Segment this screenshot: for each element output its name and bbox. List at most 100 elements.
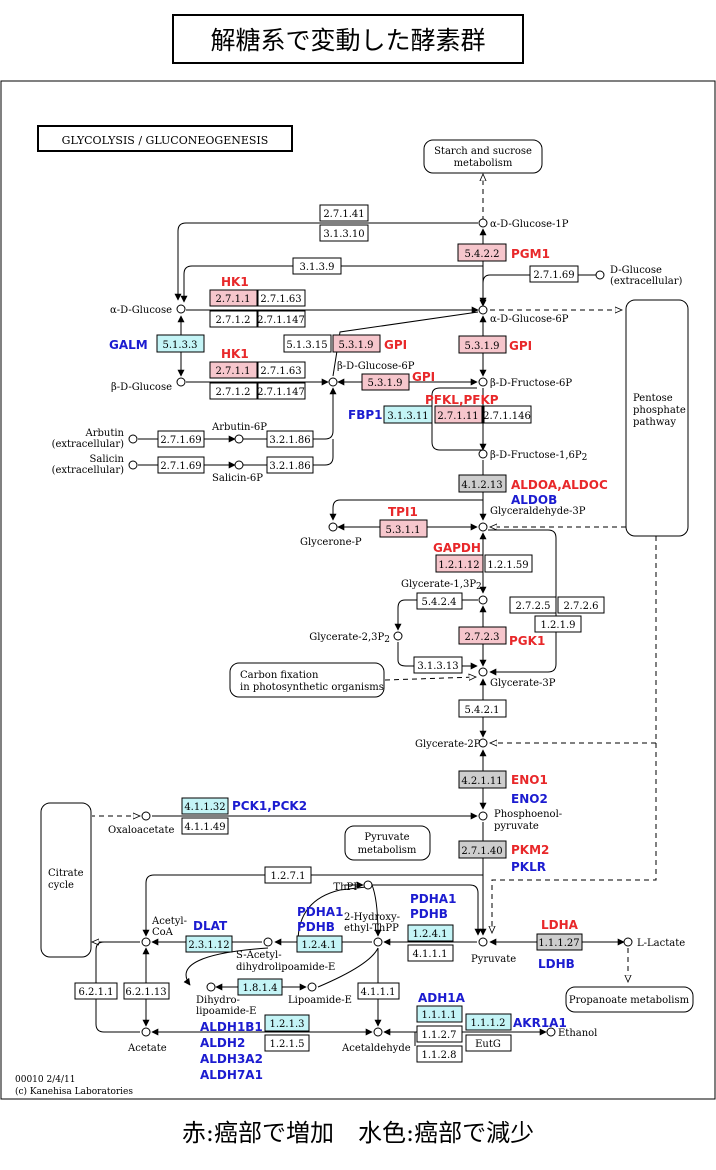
enzyme-box[interactable]: 2.7.1.63 bbox=[257, 289, 306, 307]
enzyme-box[interactable]: 4.1.1.32 bbox=[181, 797, 229, 815]
enzyme-box[interactable]: 1.2.4.1 bbox=[407, 924, 454, 942]
svg-text:4.1.1.32: 4.1.1.32 bbox=[184, 802, 225, 813]
compound-label: ethyl-ThPP bbox=[344, 923, 399, 934]
pyruvate-metabolism-box[interactable]: Pyruvate metabolism bbox=[344, 825, 431, 861]
enzyme-box[interactable]: EutG bbox=[465, 1034, 512, 1052]
svg-text:5.1.3.15: 5.1.3.15 bbox=[286, 340, 327, 351]
enzyme-box[interactable]: 5.3.1.9 bbox=[361, 373, 410, 391]
svg-text:Starch and sucrose: Starch and sucrose bbox=[434, 146, 532, 157]
svg-text:1.2.4.1: 1.2.4.1 bbox=[302, 940, 337, 951]
enzyme-box[interactable]: 5.1.3.15 bbox=[283, 334, 332, 353]
enzyme-box[interactable]: 1.2.1.12 bbox=[435, 554, 484, 573]
compound-label: Acetate bbox=[127, 1043, 167, 1054]
map-frame bbox=[0, 80, 716, 1100]
svg-text:2.7.1.69: 2.7.1.69 bbox=[533, 270, 574, 281]
enzyme-box[interactable]: 2.7.1.146 bbox=[483, 405, 532, 424]
enzyme-box[interactable]: 1.2.1.5 bbox=[264, 1034, 310, 1052]
enzyme-box[interactable]: 1.2.1.59 bbox=[484, 554, 533, 573]
compound-label: lipoamide-E bbox=[196, 1006, 256, 1017]
enzyme-box[interactable]: 1.1.2.7 bbox=[416, 1025, 463, 1043]
svg-text:1.2.1.12: 1.2.1.12 bbox=[438, 560, 479, 571]
enzyme-box[interactable]: 5.3.1.9 bbox=[332, 334, 381, 353]
compound-label: D-Glucose bbox=[610, 265, 662, 276]
svg-text:Propanoate metabolism: Propanoate metabolism bbox=[569, 995, 690, 1006]
pentose-pathway-box[interactable]: Pentose phosphate pathway bbox=[625, 299, 689, 537]
svg-text:2.7.2.3: 2.7.2.3 bbox=[465, 632, 500, 643]
svg-text:3.1.3.13: 3.1.3.13 bbox=[417, 661, 458, 672]
svg-text:Pyruvate: Pyruvate bbox=[364, 832, 409, 843]
enzyme-box[interactable]: 3.1.3.10 bbox=[319, 224, 369, 242]
enzyme-box[interactable]: 4.1.1.1 bbox=[357, 982, 400, 1000]
enzyme-box[interactable]: 5.3.1.1 bbox=[379, 519, 428, 538]
enzyme-box[interactable]: 5.1.3.3 bbox=[156, 334, 205, 353]
propanoate-metabolism-box[interactable]: Propanoate metabolism bbox=[565, 986, 694, 1013]
svg-text:2.7.1.11: 2.7.1.11 bbox=[437, 411, 478, 422]
compound-label: Dihydro- bbox=[196, 995, 240, 1006]
enzyme-box[interactable]: 4.1.2.13 bbox=[458, 474, 507, 493]
enzyme-box[interactable]: 2.7.2.3 bbox=[458, 626, 507, 645]
carbon-fixation-box[interactable]: Carbon fixation in photosynthetic organi… bbox=[229, 662, 385, 698]
svg-text:1.2.1.5: 1.2.1.5 bbox=[270, 1039, 305, 1050]
enzyme-box[interactable]: 2.7.1.63 bbox=[257, 361, 306, 379]
enzyme-box[interactable]: 2.7.1.11 bbox=[434, 405, 483, 424]
gene-label: PDHB bbox=[297, 920, 335, 934]
enzyme-box[interactable]: 1.2.4.1 bbox=[296, 935, 343, 953]
svg-text:2.7.1.63: 2.7.1.63 bbox=[260, 294, 301, 305]
svg-text:1.1.1.27: 1.1.1.27 bbox=[538, 938, 579, 949]
enzyme-box[interactable]: 3.2.1.86 bbox=[266, 456, 314, 474]
enzyme-box[interactable]: 1.2.1.3 bbox=[264, 1014, 310, 1032]
enzyme-box[interactable]: 6.2.1.13 bbox=[123, 982, 170, 1000]
enzyme-box[interactable]: 2.7.1.69 bbox=[157, 456, 205, 474]
enzyme-box[interactable]: 2.7.1.69 bbox=[157, 430, 205, 448]
compound-label: Arbutin-6P bbox=[211, 422, 267, 433]
enzyme-box[interactable]: 2.7.1.1 bbox=[209, 361, 258, 379]
enzyme-box[interactable]: 2.7.1.40 bbox=[458, 840, 507, 859]
enzyme-box[interactable]: 2.7.1.2 bbox=[209, 382, 258, 400]
enzyme-box[interactable]: 4.2.1.11 bbox=[458, 770, 507, 789]
svg-text:2.7.2.5: 2.7.2.5 bbox=[516, 601, 551, 612]
compound-label: Glycerate-3P bbox=[490, 678, 556, 689]
gene-label: AKR1A1 bbox=[513, 1016, 567, 1030]
compound-label: CoA bbox=[152, 927, 174, 938]
enzyme-box[interactable]: 5.4.2.2 bbox=[457, 243, 507, 262]
compound-label: 2-Hydroxy- bbox=[344, 912, 400, 923]
svg-text:2.7.1.69: 2.7.1.69 bbox=[160, 461, 201, 472]
compound-label: ThPP bbox=[333, 882, 360, 893]
enzyme-box[interactable]: 1.1.1.27 bbox=[536, 933, 583, 951]
gene-label: ADH1A bbox=[418, 991, 466, 1005]
enzyme-box[interactable]: 2.3.1.12 bbox=[185, 935, 233, 953]
enzyme-box[interactable]: 3.2.1.86 bbox=[266, 430, 314, 448]
enzyme-box[interactable]: 1.1.2.8 bbox=[416, 1045, 463, 1063]
enzyme-box[interactable]: 2.7.1.147 bbox=[257, 310, 306, 328]
enzyme-box[interactable]: 2.7.2.6 bbox=[557, 596, 605, 614]
gene-label: PDHA1 bbox=[297, 905, 343, 919]
gene-label: PDHA1 bbox=[410, 892, 456, 906]
enzyme-box[interactable]: 1.1.1.2 bbox=[465, 1013, 512, 1031]
enzyme-box[interactable]: 5.4.2.1 bbox=[458, 699, 507, 718]
enzyme-box[interactable]: 5.4.2.4 bbox=[416, 592, 463, 610]
enzyme-box[interactable]: 5.3.1.9 bbox=[458, 335, 507, 354]
compound-label: L-Lactate bbox=[637, 938, 685, 949]
enzyme-box[interactable]: 2.7.2.5 bbox=[509, 596, 557, 614]
enzyme-box[interactable]: 2.7.1.69 bbox=[529, 265, 579, 283]
enzyme-box[interactable]: 2.7.1.147 bbox=[257, 382, 306, 400]
enzyme-box[interactable]: 1.2.7.1 bbox=[264, 866, 312, 884]
enzyme-box[interactable]: 1.2.1.9 bbox=[534, 615, 582, 633]
enzyme-box[interactable]: 3.1.3.13 bbox=[413, 656, 463, 674]
enzyme-boxes: 2.7.1.41 3.1.3.10 5.4.2.2 3.1.3.9 2.7.1.… bbox=[74, 204, 605, 1063]
enzyme-box[interactable]: 4.1.1.1 bbox=[407, 944, 454, 962]
enzyme-box[interactable]: 6.2.1.1 bbox=[74, 982, 118, 1000]
enzyme-box[interactable]: 3.1.3.11 bbox=[383, 405, 433, 424]
compound-label: pyruvate bbox=[494, 821, 539, 832]
enzyme-box[interactable]: 3.1.3.9 bbox=[292, 257, 342, 275]
citrate-cycle-box[interactable]: Citrate cycle bbox=[40, 802, 92, 958]
starch-pathway-box[interactable]: Starch and sucrose metabolism bbox=[423, 139, 543, 174]
enzyme-box[interactable]: 2.7.1.1 bbox=[209, 289, 258, 307]
enzyme-box[interactable]: 4.1.1.49 bbox=[181, 817, 229, 835]
svg-text:4.1.1.1: 4.1.1.1 bbox=[413, 949, 448, 960]
enzyme-box[interactable]: 2.7.1.2 bbox=[209, 310, 258, 328]
enzyme-box[interactable]: 1.1.1.1 bbox=[416, 1005, 463, 1023]
enzyme-box[interactable]: 1.8.1.4 bbox=[237, 978, 283, 996]
enzyme-box[interactable]: 2.7.1.41 bbox=[319, 204, 369, 222]
svg-text:2.7.1.41: 2.7.1.41 bbox=[323, 209, 364, 220]
